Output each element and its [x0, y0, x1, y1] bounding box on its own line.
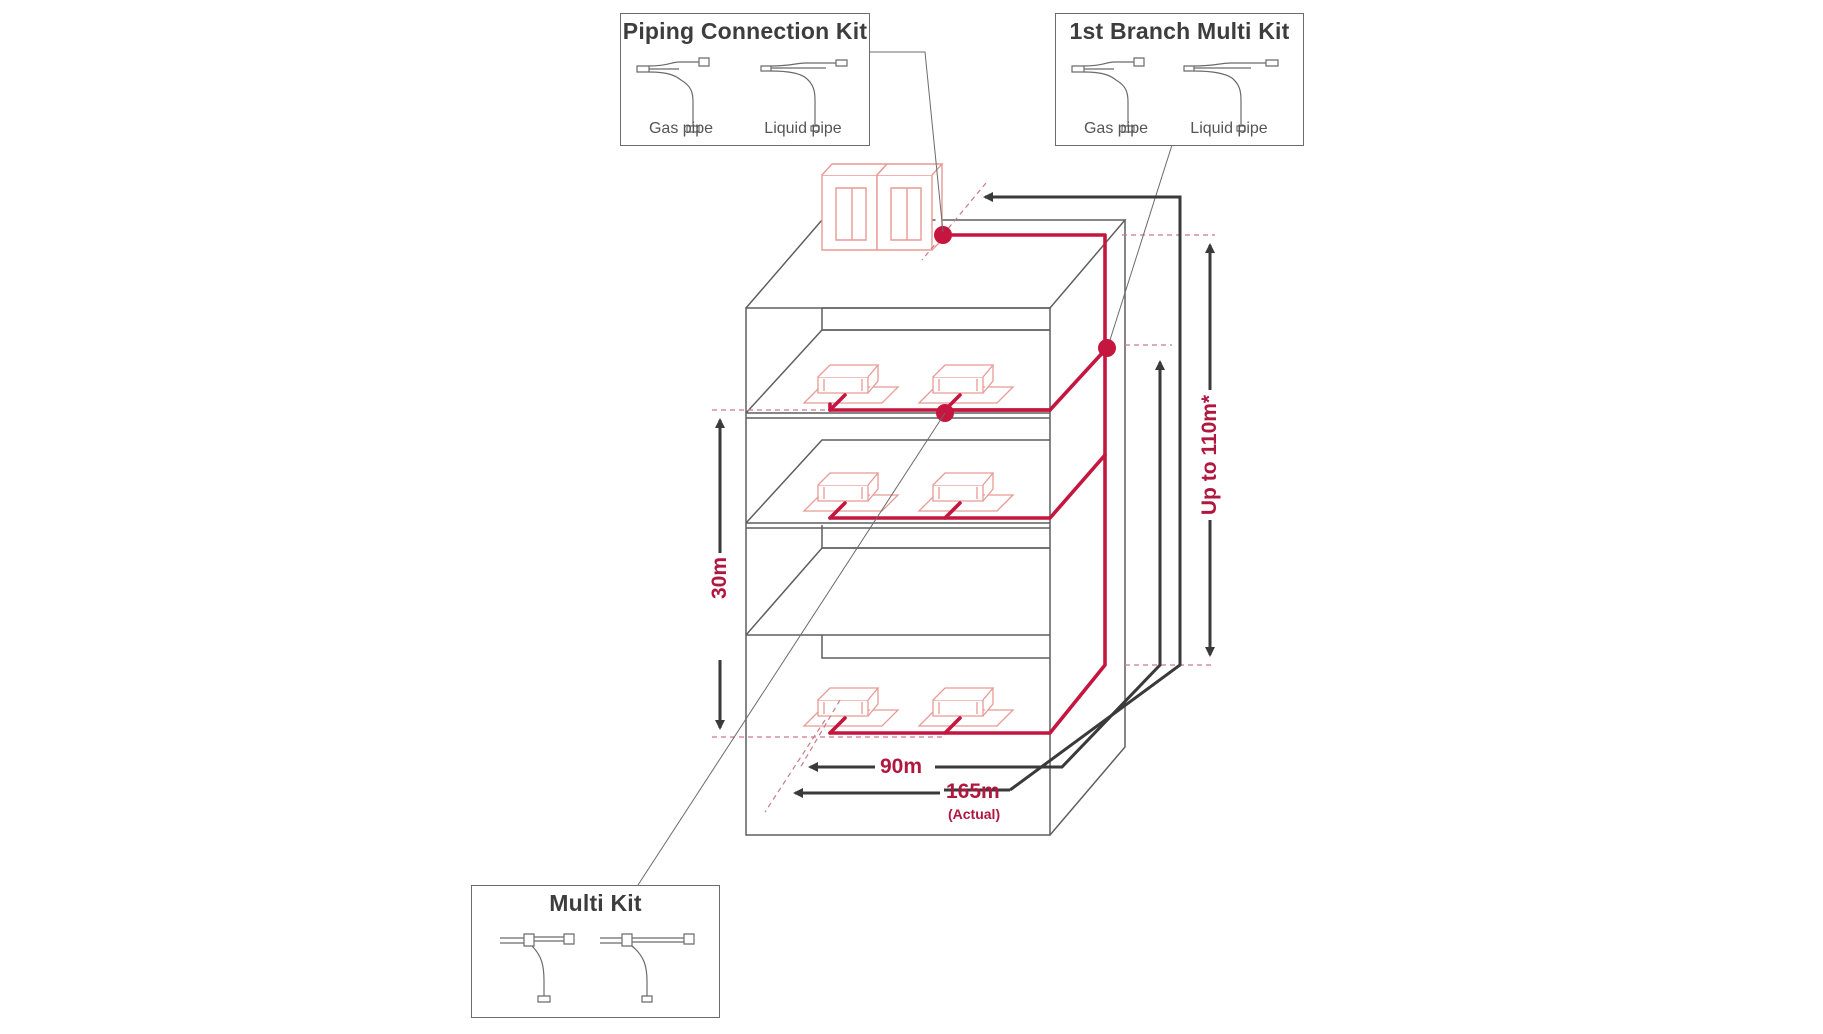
multi-kit-title: Multi Kit	[549, 890, 642, 916]
length-total-label: 165m	[946, 780, 1000, 803]
y-branch-pipe-icon	[500, 933, 695, 1003]
piping-connection-liquid-label: Liquid pipe	[764, 120, 842, 137]
height-indoor-label: 30m	[708, 552, 732, 604]
ceiling-cassette-icon	[917, 364, 1015, 404]
outdoor-unit-icon	[821, 163, 944, 251]
ceiling-cassette-icon	[917, 472, 1015, 512]
y-branch-pipe-icon	[636, 57, 848, 133]
callout-leaders	[637, 51, 1173, 886]
piping-connection-gas-label: Gas pipe	[648, 120, 714, 137]
height-total-label: Up to 110m*	[1198, 390, 1222, 520]
ceiling-cassette-icon	[802, 364, 900, 404]
first-branch-dot	[1098, 339, 1116, 357]
first-branch-liquid-label: Liquid pipe	[1190, 120, 1268, 137]
indoor-units	[802, 364, 1015, 727]
multi-kit-box: Multi Kit	[471, 885, 720, 1018]
first-branch-kit-title: 1st Branch Multi Kit	[1069, 18, 1290, 44]
ceiling-cassette-icon	[802, 472, 900, 512]
dimension-arrows	[715, 192, 1215, 798]
piping-connection-kit-title: Piping Connection Kit	[622, 18, 868, 44]
length-first-label: 90m	[880, 755, 923, 778]
length-total-note: (Actual)	[948, 806, 1001, 822]
y-branch-pipe-icon	[1071, 57, 1279, 133]
ceiling-cassette-icon	[917, 687, 1015, 727]
building-outline	[745, 219, 1127, 836]
refrigerant-piping	[828, 233, 1107, 735]
first-branch-gas-label: Gas pipe	[1083, 120, 1149, 137]
outdoor-joint-dot	[934, 226, 952, 244]
piping-connection-kit-box: Piping Connection Kit Gas pipe Liquid pi…	[620, 13, 870, 146]
first-branch-kit-box: 1st Branch Multi Kit Gas pipe Liquid pip…	[1055, 13, 1304, 146]
ceiling-cassette-icon	[802, 687, 900, 727]
